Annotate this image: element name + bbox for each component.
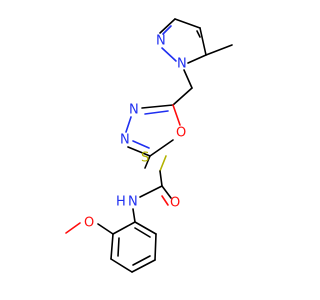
bond-n3-c2-double <box>132 140 150 149</box>
bond-nh-aryl <box>132 208 136 223</box>
atom-oxadiazole-n3: N <box>120 133 130 148</box>
atom-oxadiazole-n4: N <box>129 103 139 118</box>
bond-ar2-ar3-double <box>117 237 120 257</box>
bond-co-nh <box>139 185 163 198</box>
bond-ar2-ar3 <box>110 233 114 260</box>
bond-s-ch2 <box>159 155 167 172</box>
bond-c2-o1 <box>149 139 174 157</box>
bond-c2-s <box>144 155 151 169</box>
bond-ar5-ar6 <box>154 233 157 261</box>
bond-o-methyl <box>65 222 81 234</box>
atom-amide-o: O <box>170 196 180 211</box>
bond-ch2-co <box>159 170 163 187</box>
bond-ar1-ar2 <box>112 221 136 235</box>
molecule-structure-diagram: N N N N O S O N H O <box>65 18 233 273</box>
bond-ar6-ar1-double <box>134 227 151 238</box>
bond-n1-ch2 <box>183 69 193 89</box>
bond-c5-c4-double <box>196 30 201 38</box>
bond-co-o <box>161 185 172 199</box>
bond-n4-n3 <box>125 116 132 133</box>
bond-ar2-ome <box>97 223 114 235</box>
bond-ar6-ar1 <box>134 221 157 235</box>
atom-thioether-s: S <box>141 151 149 166</box>
atom-amide-h: H <box>116 195 126 210</box>
bond-ar4-ar5-double <box>132 255 151 266</box>
bond-n2-n1 <box>161 47 177 62</box>
bonds <box>65 18 233 273</box>
atom-oxadiazole-o1: O <box>176 126 186 141</box>
bond-oxc5-n4-double <box>144 110 169 115</box>
bond-c5-c4 <box>199 27 207 56</box>
bond-c3-n2 <box>159 18 176 34</box>
bond-oxc5-n4 <box>141 104 174 109</box>
bond-ar3-ar4 <box>110 258 133 273</box>
atom-amide-n: N <box>128 195 138 210</box>
bond-o1-oxc5 <box>172 104 181 126</box>
bond-n1-c5 <box>187 54 207 64</box>
bond-methyl-c5 <box>205 44 233 56</box>
atom-methoxy-o: O <box>84 216 94 231</box>
bond-c3-n2-double <box>162 25 172 35</box>
bond-ch2-oxc5 <box>172 87 193 106</box>
bond-c4-c3 <box>174 18 201 29</box>
atom-pyrazole-n1: N <box>177 57 187 72</box>
bond-n3-c2 <box>127 146 151 157</box>
bond-ar4-ar5 <box>131 259 156 273</box>
atom-labels: N N N N O S O N H O <box>84 34 187 231</box>
atom-pyrazole-n2: N <box>156 34 166 49</box>
bond-co-o-double <box>161 195 169 206</box>
